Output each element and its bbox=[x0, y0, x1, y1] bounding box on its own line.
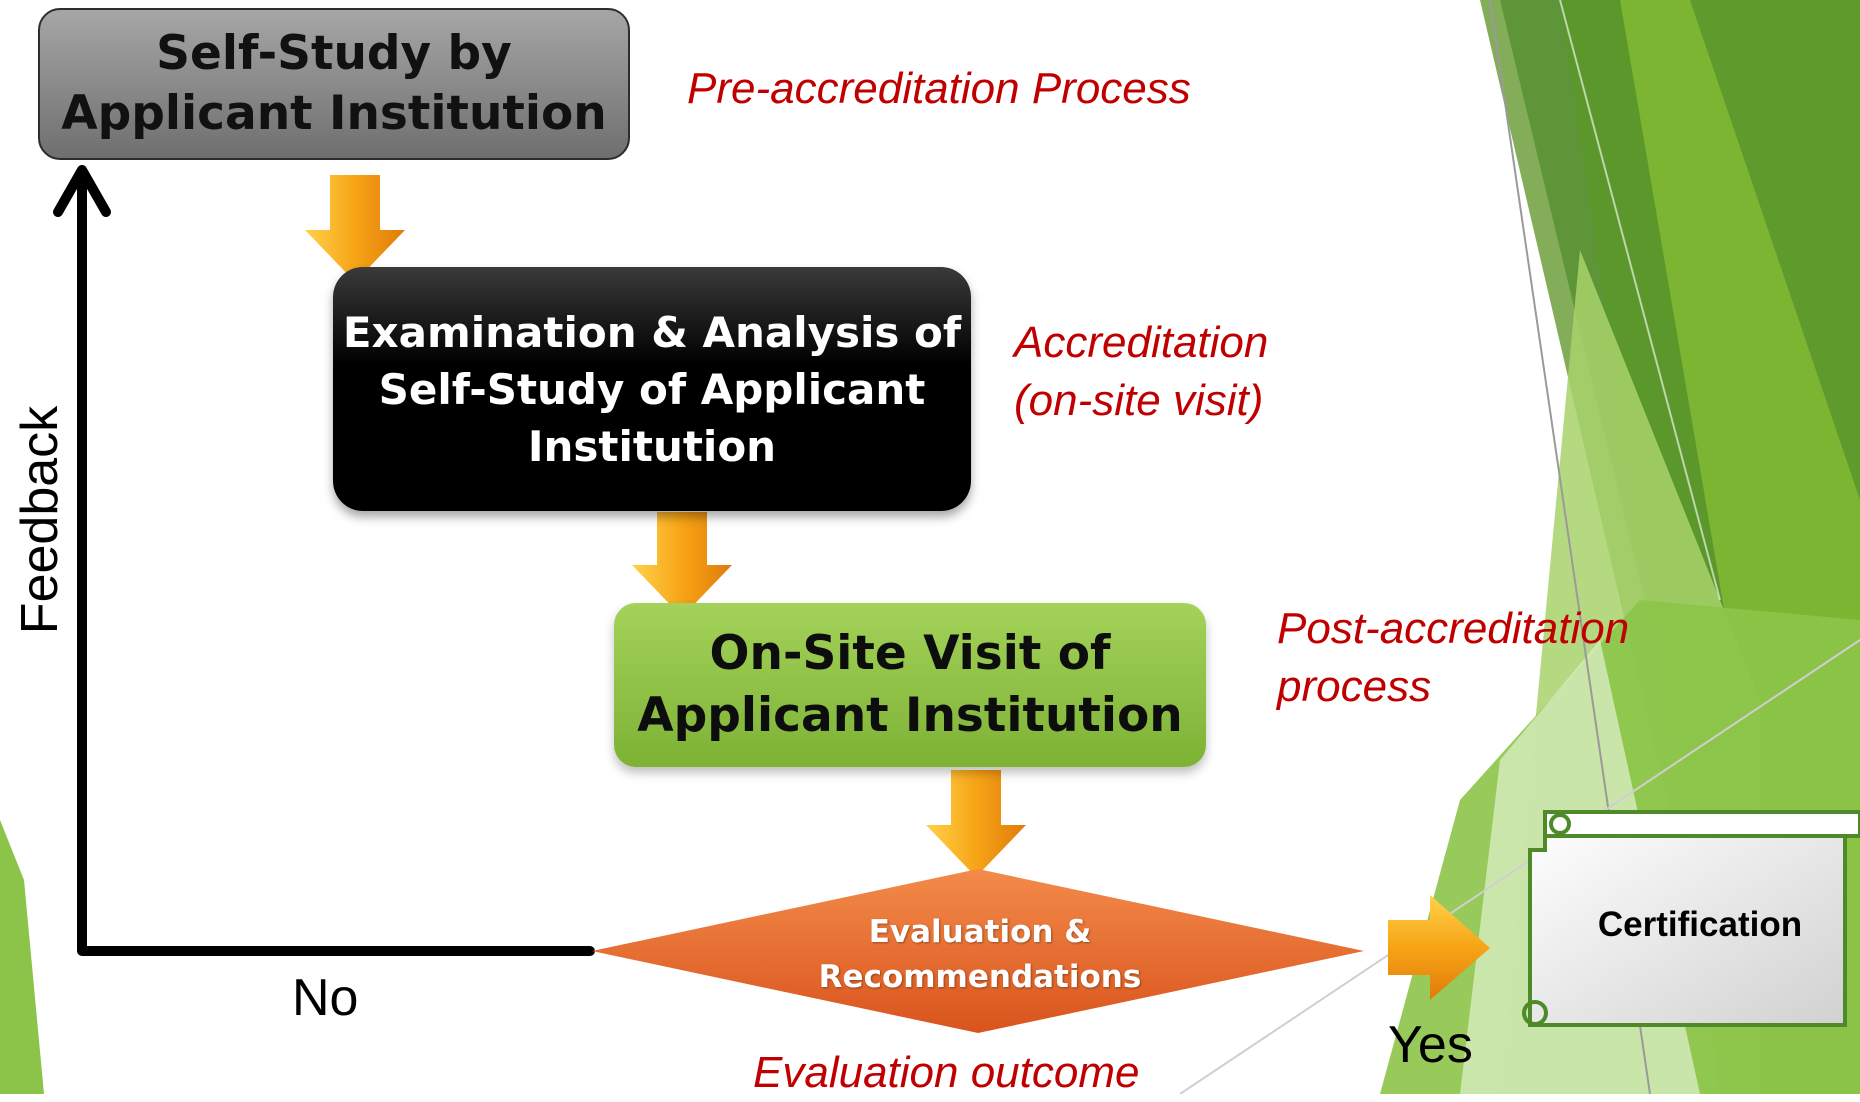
post-accreditation-label: Post-accreditation process bbox=[1277, 604, 1630, 711]
no-label: No bbox=[292, 969, 359, 1027]
certification-text: Certification bbox=[1597, 905, 1803, 944]
accreditation-label: Accreditation (on-site visit) bbox=[1014, 318, 1269, 425]
self-study-text: Self-Study by Applicant Institution bbox=[61, 26, 607, 141]
evaluation-outcome-label: Evaluation outcome bbox=[753, 1048, 1140, 1097]
yes-label: Yes bbox=[1388, 1016, 1473, 1074]
left-green-sliver bbox=[0, 820, 44, 1094]
self-study-box: Self-Study by Applicant Institution bbox=[38, 8, 630, 160]
certification-scroll bbox=[1522, 810, 1860, 1027]
evaluation-diamond bbox=[592, 869, 1364, 1033]
down-arrow-3 bbox=[926, 770, 1026, 877]
examination-box: Examination & Analysis of Self-Study of … bbox=[333, 267, 971, 511]
down-arrow-2 bbox=[632, 512, 732, 617]
evaluation-text: Evaluation & Recommendations bbox=[818, 914, 1142, 995]
right-arrow-yes bbox=[1388, 895, 1490, 1000]
examination-text: Examination & Analysis of Self-Study of … bbox=[342, 307, 962, 471]
down-arrow-1 bbox=[305, 175, 405, 282]
feedback-label-wrap: Feedback bbox=[10, 370, 70, 670]
pre-accreditation-label: Pre-accreditation Process bbox=[687, 64, 1191, 113]
onsite-visit-box: On-Site Visit of Applicant Institution bbox=[614, 603, 1206, 767]
onsite-visit-text: On-Site Visit of Applicant Institution bbox=[637, 626, 1183, 743]
feedback-loop-line bbox=[53, 165, 595, 956]
feedback-label: Feedback bbox=[11, 405, 69, 635]
